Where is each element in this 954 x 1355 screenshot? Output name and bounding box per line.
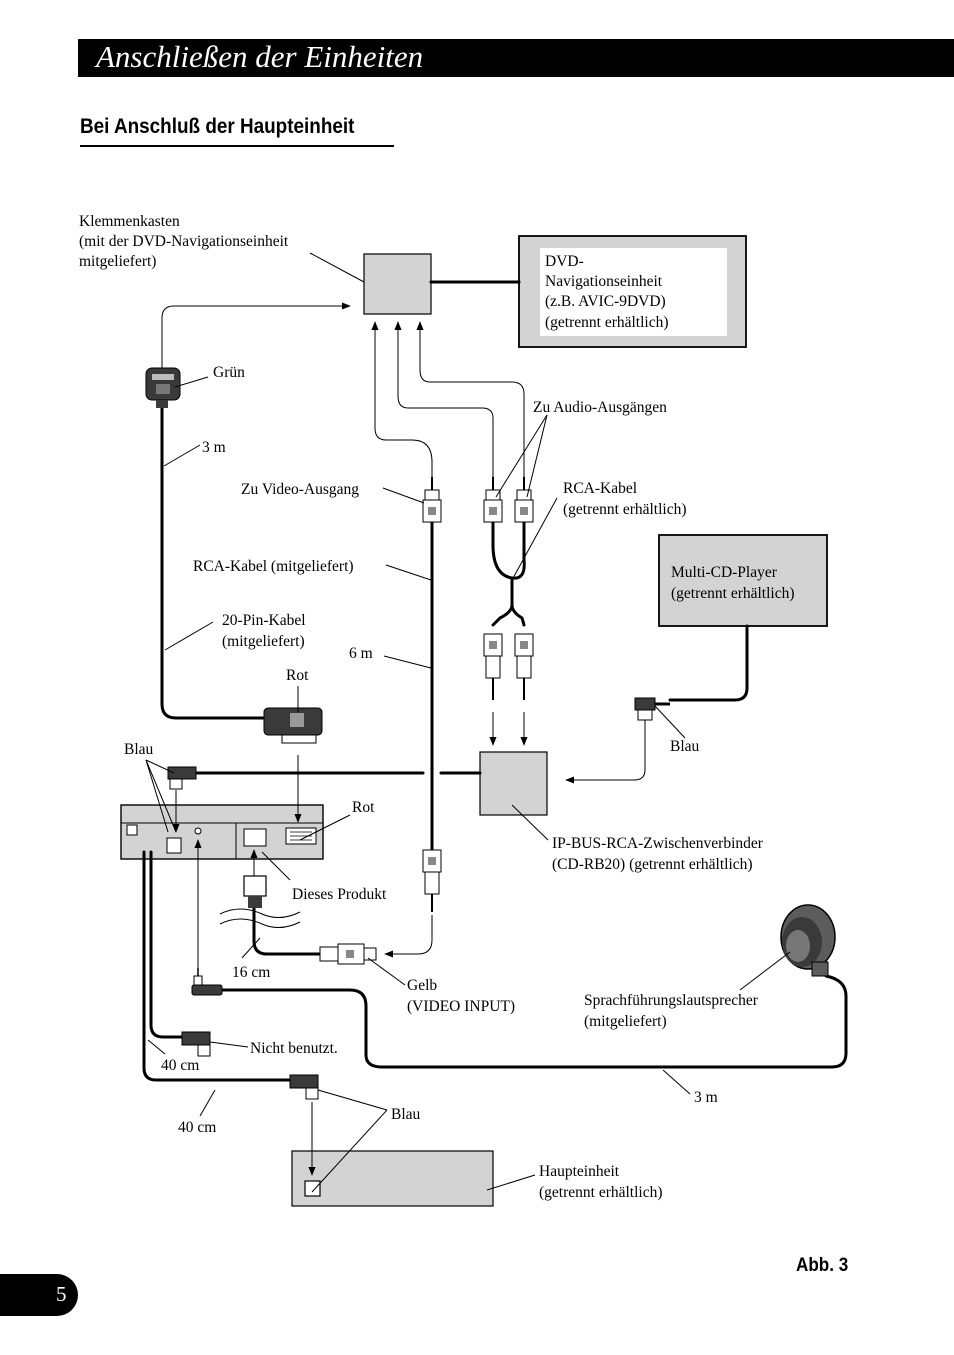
label-line: (getrennt erhältlich)	[671, 585, 795, 602]
speaker-mini-plug	[191, 968, 223, 996]
label-rot-top: Rot	[286, 667, 309, 684]
label-line: (getrennt erhältlich)	[563, 501, 687, 518]
figure-label: Abb. 3	[796, 1255, 849, 1276]
cables	[142, 280, 848, 1082]
label-line: Multi-CD-Player	[671, 564, 778, 581]
label-line: (mitgeliefert)	[222, 633, 305, 650]
label-gelb: Gelb (VIDEO INPUT)	[407, 977, 515, 1015]
label-line: 20-Pin-Kabel	[222, 612, 306, 629]
blue-connector-bottom	[289, 1074, 319, 1100]
label-dvd-unit: DVD- Navigationseinheit (z.B. AVIC-9DVD) (g…	[545, 253, 669, 331]
label-line: Gelb	[407, 977, 437, 994]
rca-plug-lower-left	[483, 633, 503, 700]
green-connector	[145, 367, 181, 408]
label-3m-bottom: 3 m	[694, 1089, 718, 1106]
label-line: (mitgeliefert)	[584, 1013, 667, 1030]
label-line: (CD-RB20) (getrennt erhältlich)	[552, 856, 753, 873]
rca-plug-video	[422, 477, 442, 523]
label-line: (z.B. AVIC-9DVD)	[545, 293, 666, 310]
label-line: IP-BUS-RCA-Zwischenverbinder	[552, 835, 764, 852]
cable-break-marks	[219, 908, 301, 928]
label-nicht-benutzt: Nicht benutzt.	[250, 1040, 338, 1057]
label-line: (getrennt erhältlich)	[539, 1184, 663, 1201]
unused-connector	[181, 1031, 211, 1057]
dvd-unit-label-bg	[540, 248, 727, 336]
label-blau-bottom: Blau	[391, 1106, 421, 1123]
label-line: Klemmenkasten	[79, 213, 180, 230]
red-connector-top	[263, 707, 323, 744]
signal-lines	[161, 302, 646, 1176]
power-plug-white	[243, 875, 267, 908]
blue-connector-left	[167, 766, 197, 790]
label-zu-audio: Zu Audio-Ausgängen	[533, 399, 667, 416]
label-line: Navigationseinheit	[545, 273, 663, 290]
section-title-underline	[80, 145, 394, 147]
label-blau-right: Blau	[670, 738, 700, 755]
label-40cm-lower: 40 cm	[178, 1119, 216, 1136]
yellow-video-input-plug	[319, 943, 377, 965]
label-gruen: Grün	[213, 364, 245, 381]
label-rca-kabel-mitgeliefert: RCA-Kabel (mitgeliefert)	[193, 558, 354, 575]
label-rca-kabel-separat: RCA-Kabel (getrennt erhältlich)	[563, 480, 687, 518]
label-16cm: 16 cm	[232, 964, 270, 981]
label-line: (VIDEO INPUT)	[407, 998, 515, 1015]
rca-plug-video-lower	[422, 849, 442, 912]
label-line: RCA-Kabel	[563, 480, 637, 497]
multi-cd-player-box	[658, 534, 828, 627]
rca-plug-lower-right	[514, 633, 534, 700]
ip-bus-rca-adapter-box	[479, 751, 548, 816]
label-ip-bus: IP-BUS-RCA-Zwischenverbinder (CD-RB20) (g…	[552, 835, 764, 873]
page-number-tab	[0, 1274, 78, 1316]
section-title: Bei Anschluß der Haupteinheit	[80, 115, 355, 138]
label-line: (getrennt erhältlich)	[545, 314, 669, 331]
page-header-title: Anschließen der Einheiten	[96, 39, 424, 74]
label-speaker: Sprachführungslautsprecher (mitgeliefert)	[584, 992, 759, 1030]
rca-plug-audio-right	[514, 477, 534, 523]
klemmenkasten-box	[363, 253, 432, 315]
haupteinheit-port	[304, 1180, 321, 1197]
label-haupteinheit: Haupteinheit (getrennt erhältlich)	[539, 1163, 663, 1201]
label-zu-video: Zu Video-Ausgang	[241, 481, 359, 498]
label-6m: 6 m	[349, 645, 373, 662]
blue-connector-multicd	[634, 697, 670, 721]
label-line: DVD-	[545, 253, 584, 270]
leader-lines	[145, 252, 791, 1193]
dieses-produkt-unit	[120, 804, 324, 860]
label-line: (mit der DVD-Navigationseinheit	[79, 233, 289, 250]
speaker-icon	[780, 904, 836, 977]
label-line: Haupteinheit	[539, 1163, 620, 1180]
label-rot-mid: Rot	[352, 799, 375, 816]
header-bar	[78, 39, 954, 77]
label-line: mitgeliefert)	[79, 253, 156, 270]
label-line: Sprachführungslautsprecher	[584, 992, 759, 1009]
label-blau-left: Blau	[124, 741, 154, 758]
label-multi-cd: Multi-CD-Player (getrennt erhältlich)	[671, 564, 795, 602]
rca-plug-audio-left	[483, 477, 503, 523]
label-klemmenkasten: Klemmenkasten (mit der DVD-Navigationsein…	[79, 213, 289, 270]
label-3m-top: 3 m	[202, 439, 226, 456]
label-20-pin-kabel: 20-Pin-Kabel (mitgeliefert)	[222, 612, 306, 650]
page-number: 5	[56, 1282, 67, 1306]
haupteinheit-box	[291, 1150, 494, 1207]
label-40cm-upper: 40 cm	[161, 1057, 199, 1074]
label-dieses-produkt: Dieses Produkt	[292, 886, 387, 903]
